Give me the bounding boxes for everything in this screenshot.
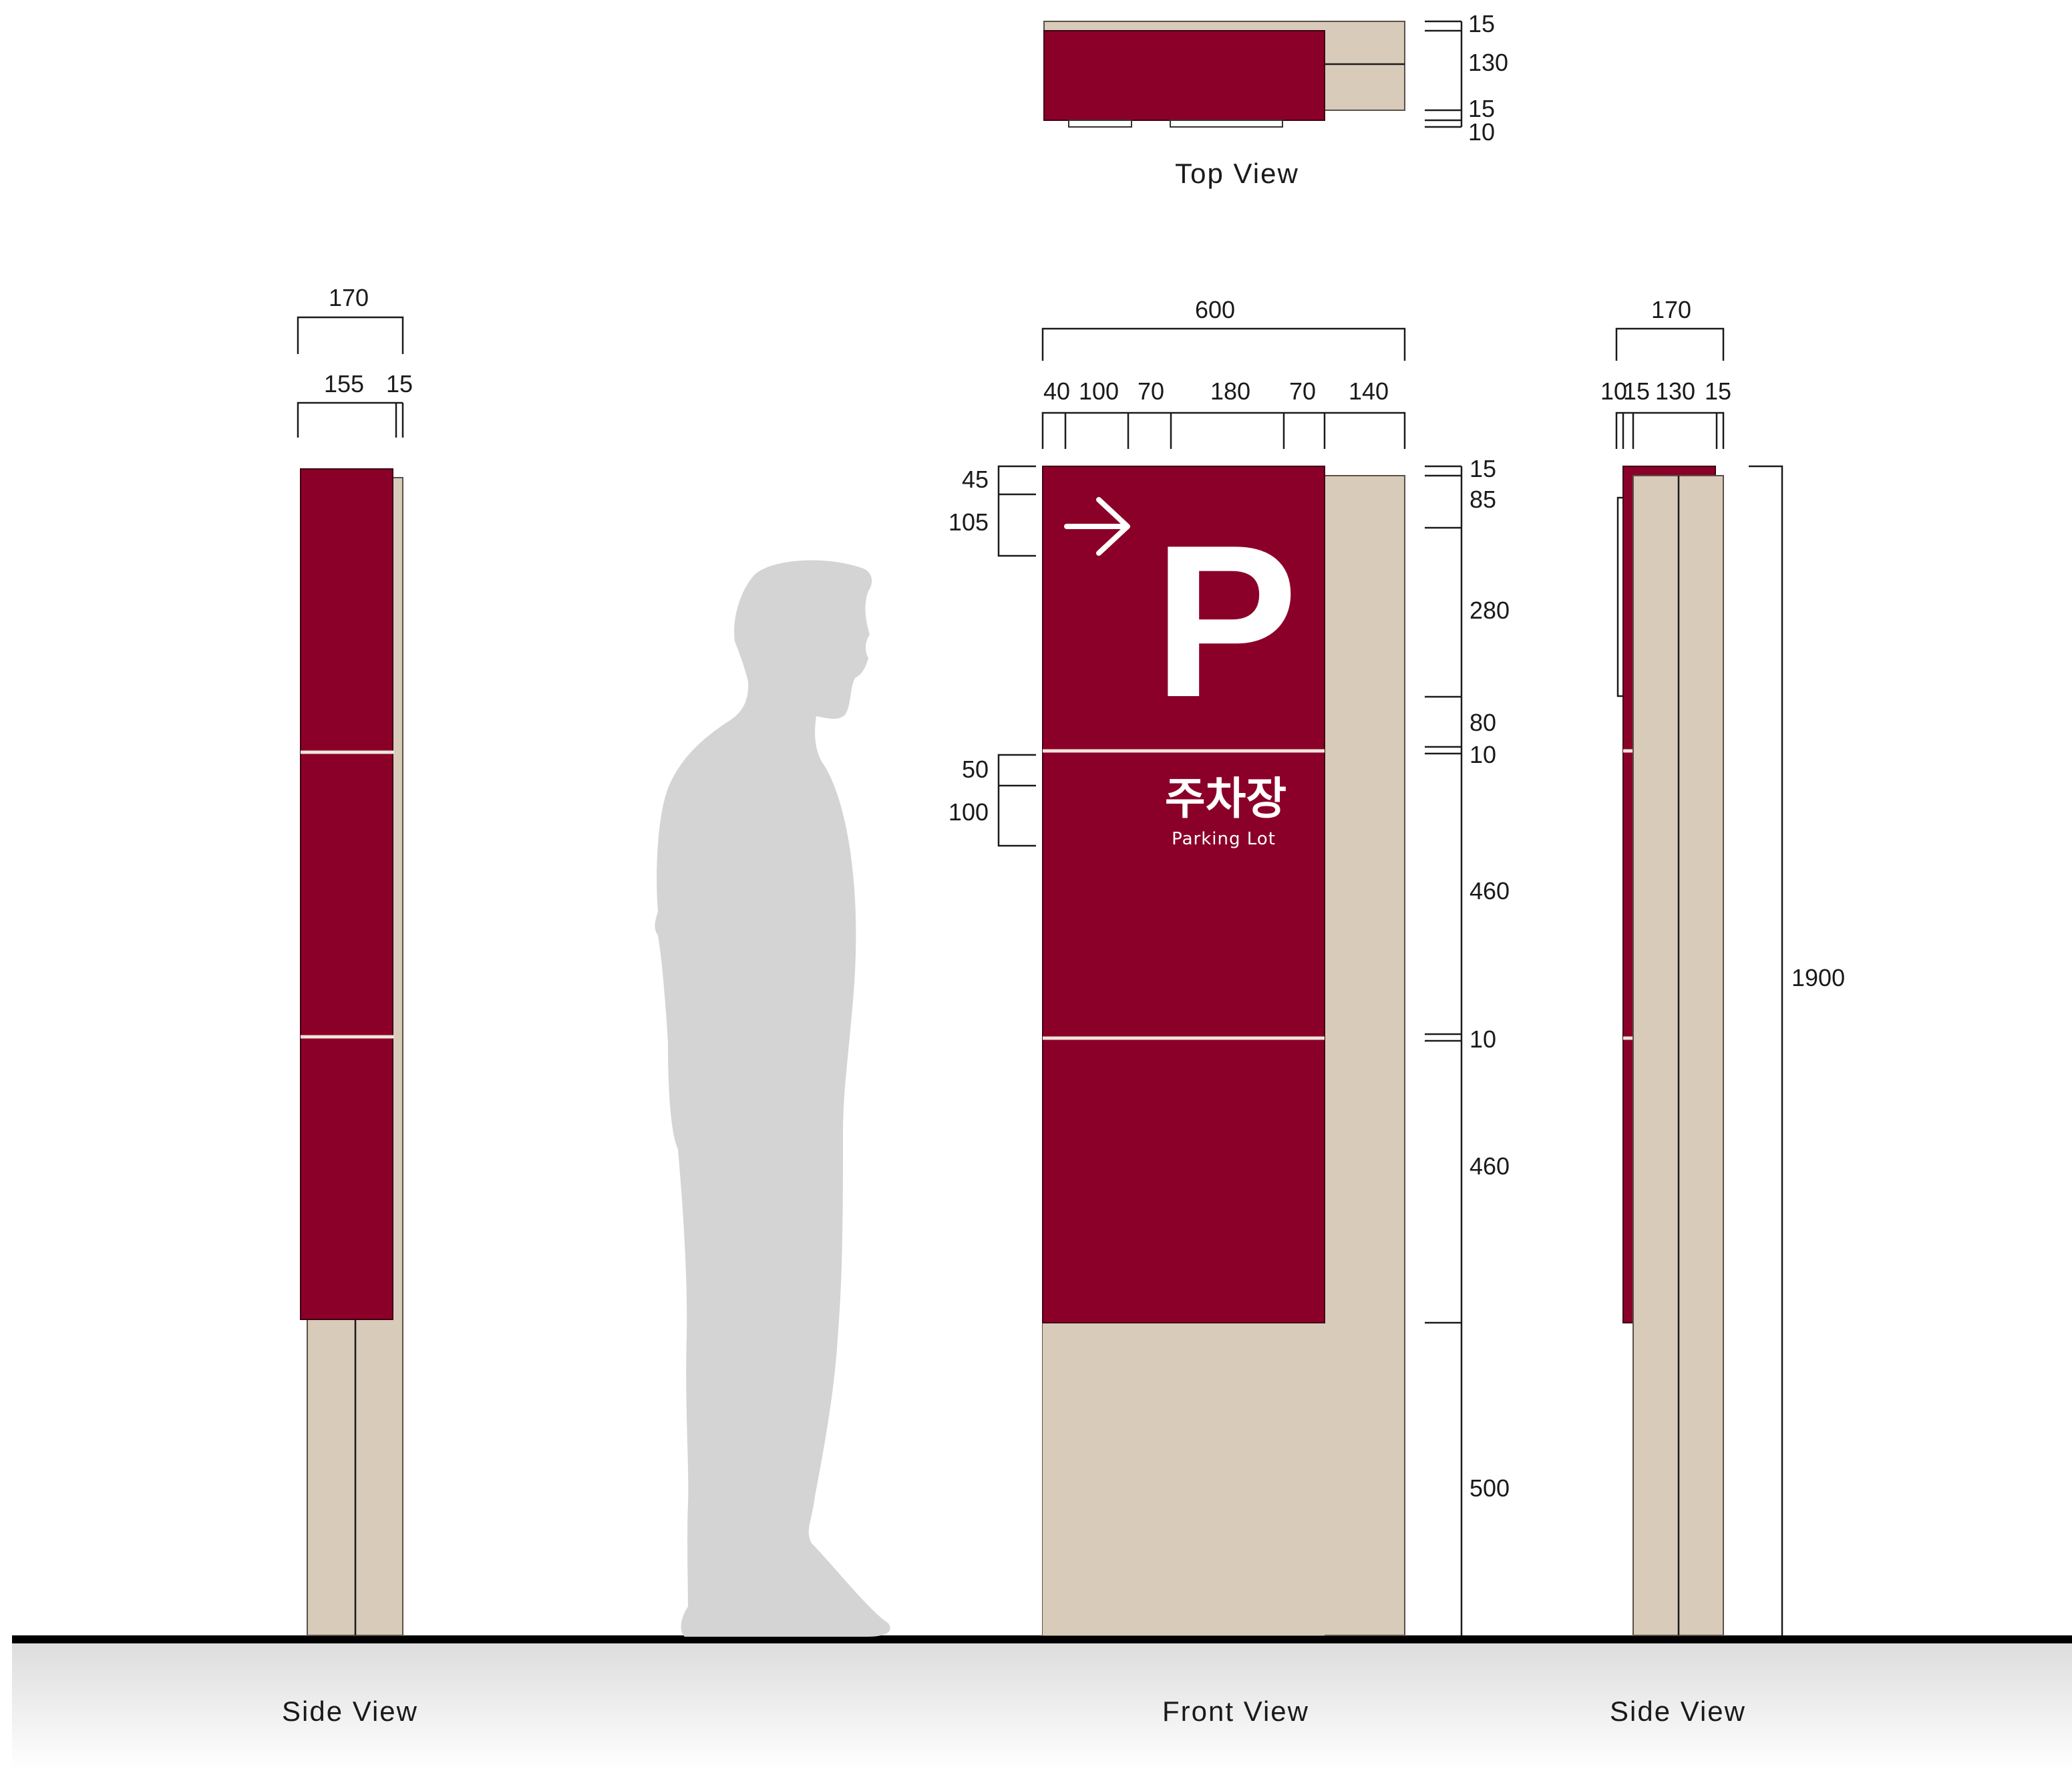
left-dim-part-1: 155 <box>324 370 364 397</box>
front-dim-part-6: 140 <box>1349 377 1389 405</box>
top-view-panel <box>1043 30 1325 121</box>
front-dim-part-1: 40 <box>1043 377 1070 405</box>
top-view: 15 130 15 10 Top View <box>1043 10 1508 189</box>
front-right-dim-4: 80 <box>1470 709 1496 736</box>
overall-height-dim: 1900 <box>1791 964 1845 991</box>
front-left-dim-3: 50 <box>962 756 989 783</box>
front-right-dim-8: 460 <box>1470 1152 1510 1180</box>
front-left-dim-2: 105 <box>948 508 989 536</box>
left-view-label: Side View <box>282 1696 418 1727</box>
top-dim-4: 10 <box>1468 118 1495 146</box>
front-dim-total: 600 <box>1195 296 1235 323</box>
human-silhouette <box>655 560 890 1637</box>
top-dim-2: 130 <box>1468 49 1508 76</box>
parking-label-english: Parking Lot <box>1172 829 1276 849</box>
front-right-dim-2: 85 <box>1470 486 1496 513</box>
left-dim-total: 170 <box>329 284 369 311</box>
parking-p-symbol: P <box>1154 500 1299 742</box>
front-post-base <box>1043 1323 1325 1635</box>
front-right-dim-6: 460 <box>1470 877 1510 905</box>
front-right-dim-7: 10 <box>1470 1025 1496 1053</box>
front-right-dim-9: 500 <box>1470 1474 1510 1502</box>
top-view-label: Top View <box>1175 158 1299 189</box>
top-view-bracket <box>1068 120 1132 128</box>
parking-label-korean: 주차장 <box>1165 773 1286 824</box>
front-right-dim-1: 15 <box>1470 455 1496 482</box>
front-left-dim-1: 45 <box>962 466 989 493</box>
front-dim-part-5: 70 <box>1289 377 1316 405</box>
front-dim-part-4: 180 <box>1210 377 1250 405</box>
right-view-label: Side View <box>1610 1696 1746 1727</box>
left-panel <box>300 468 393 1320</box>
right-dim-part-1: 10 <box>1600 377 1627 405</box>
right-dim-total: 170 <box>1651 296 1691 323</box>
front-dim-part-2: 100 <box>1079 377 1119 405</box>
front-view-label: Front View <box>1162 1696 1309 1727</box>
right-bracket <box>1616 496 1623 697</box>
left-dim-part-2: 15 <box>386 370 413 397</box>
arrow-right-icon <box>1064 497 1130 556</box>
front-right-dim-3: 280 <box>1470 597 1510 624</box>
floor-area <box>12 1640 2072 1770</box>
right-dim-part-3: 130 <box>1655 377 1695 405</box>
front-dim-part-3: 70 <box>1138 377 1164 405</box>
front-right-dim-5: 10 <box>1470 741 1496 768</box>
top-dim-1: 15 <box>1468 10 1495 37</box>
top-view-bracket <box>1170 120 1283 128</box>
ground-line <box>12 1635 2072 1643</box>
right-side-view: 170 10 15 130 15 1900 Side View <box>1600 296 1845 1727</box>
front-left-dim-4: 100 <box>948 798 989 826</box>
right-dim-part-2: 15 <box>1623 377 1650 405</box>
top-dim-3: 15 <box>1468 95 1495 122</box>
left-side-view: 170 155 15 Side View <box>282 284 418 1727</box>
front-view: P 주차장 Parking Lot 600 40 100 70 180 70 1… <box>948 296 1510 1727</box>
front-panel <box>1042 466 1325 1323</box>
right-dim-part-4: 15 <box>1705 377 1731 405</box>
